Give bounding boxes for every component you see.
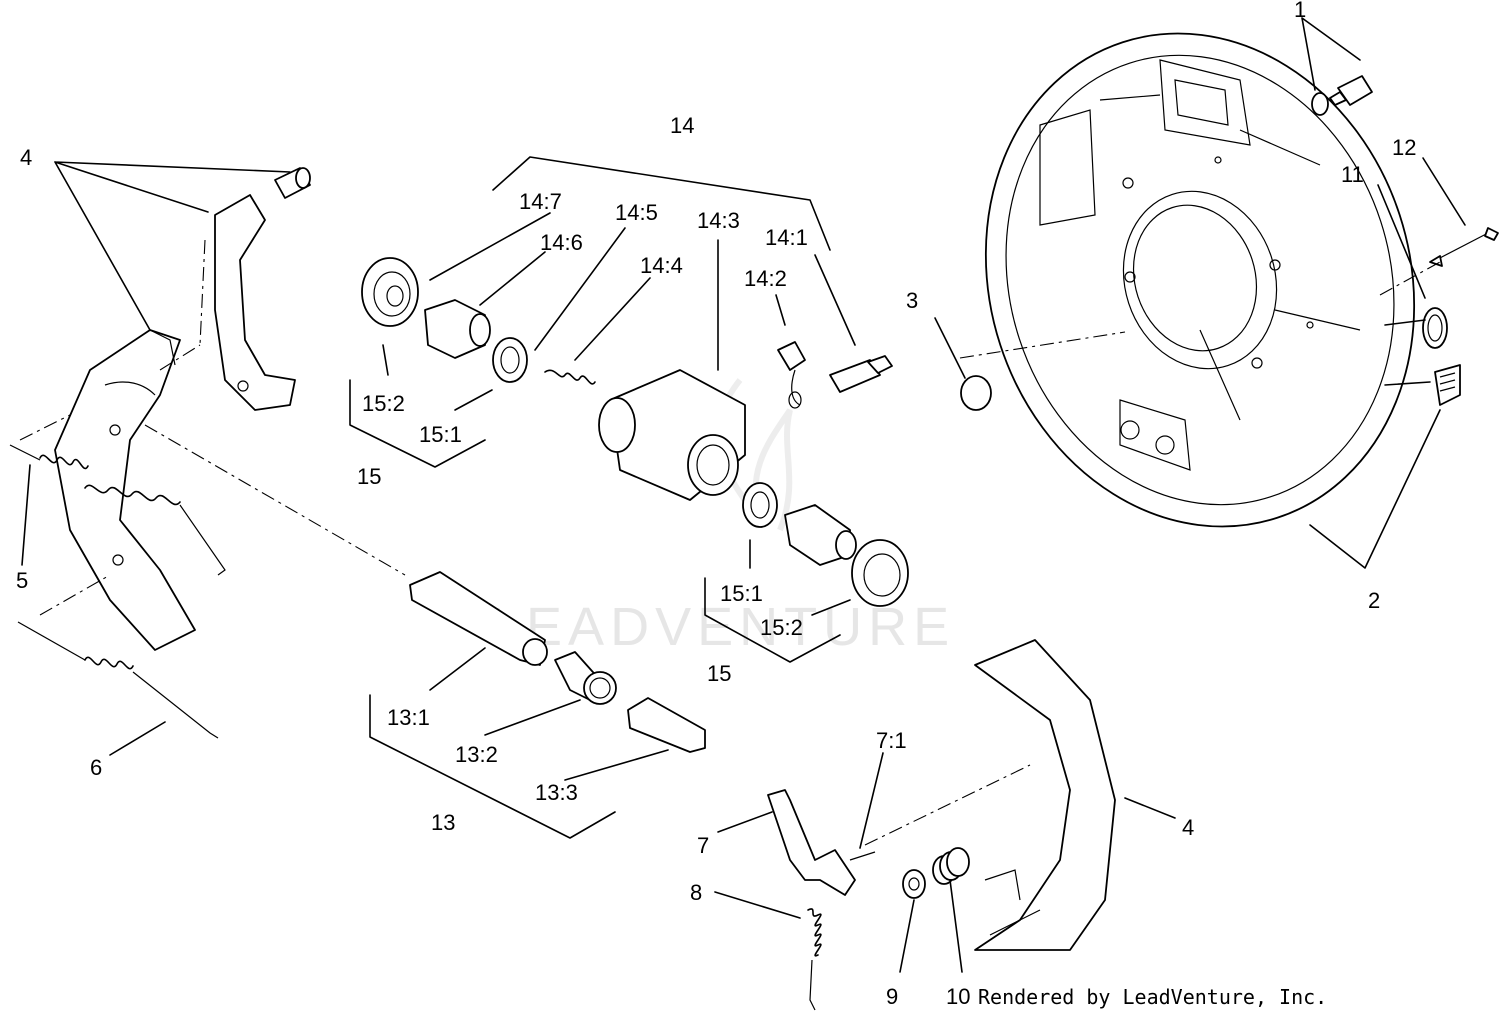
callout-15-right: 15 xyxy=(707,661,731,686)
piston-left xyxy=(424,299,491,359)
bolt-and-washer xyxy=(1311,75,1373,116)
callout-2: 2 xyxy=(1368,588,1380,613)
callout-14-7: 14:7 xyxy=(519,189,562,214)
callout-labels: 1 2 3 4 4 5 6 7 7:1 8 9 10 11 12 13 13:1… xyxy=(16,0,1416,1009)
dust-cap xyxy=(960,375,992,411)
pivot-pin xyxy=(274,167,311,199)
right-brake-shoe xyxy=(974,639,1116,951)
callout-14-5: 14:5 xyxy=(615,200,658,225)
boot-right xyxy=(851,539,909,607)
callout-7-1: 7:1 xyxy=(876,728,907,753)
callout-5: 5 xyxy=(16,568,28,593)
watermark: LEADVENTURE xyxy=(490,597,955,657)
callout-13: 13 xyxy=(431,810,455,835)
hold-down-spring xyxy=(932,847,970,885)
bleeder-screw xyxy=(829,355,893,393)
leader-lines xyxy=(21,17,1466,973)
callout-15-2-left: 15:2 xyxy=(362,391,405,416)
callout-13-1: 13:1 xyxy=(387,705,430,730)
washer xyxy=(902,869,926,899)
callout-15-1-left: 15:1 xyxy=(419,422,462,447)
callout-12: 12 xyxy=(1392,135,1416,160)
grommet xyxy=(1422,307,1448,349)
cup-seal-right xyxy=(742,482,778,528)
callout-14: 14 xyxy=(670,113,694,138)
callout-10: 10 xyxy=(946,984,970,1009)
callout-14-2: 14:2 xyxy=(744,266,787,291)
callout-3: 3 xyxy=(906,288,918,313)
bleeder-cap xyxy=(777,341,806,409)
backing-plate-plug xyxy=(1434,364,1461,406)
callout-14-1: 14:1 xyxy=(765,225,808,250)
credit-text: Rendered by LeadVenture, Inc. xyxy=(978,985,1327,1009)
shoe-spring-upper xyxy=(9,444,226,576)
backing-plate xyxy=(984,32,1416,528)
boot-left xyxy=(361,257,419,327)
callout-15-left: 15 xyxy=(357,464,381,489)
callout-11: 11 xyxy=(1341,162,1364,187)
cup-seal-left xyxy=(492,337,528,383)
callout-9: 9 xyxy=(886,984,898,1009)
wheel-cylinder xyxy=(598,369,746,501)
callout-4-left: 4 xyxy=(20,145,32,170)
callout-1: 1 xyxy=(1294,0,1306,22)
callout-14-6: 14:6 xyxy=(540,230,583,255)
callout-15-2-right: 15:2 xyxy=(760,615,803,640)
callout-4-right: 4 xyxy=(1182,815,1194,840)
callout-13-2: 13:2 xyxy=(455,742,498,767)
piston-spring xyxy=(544,369,596,385)
callout-13-3: 13:3 xyxy=(535,780,578,805)
shoe-spring-lower xyxy=(17,621,219,739)
callout-15-1-right: 15:1 xyxy=(720,581,763,606)
parking-brake-strut xyxy=(767,789,876,896)
left-brake-shoe xyxy=(54,329,196,651)
callout-8: 8 xyxy=(690,880,702,905)
long-bolt xyxy=(1429,227,1499,267)
piston-right xyxy=(784,504,857,566)
parking-brake-lever xyxy=(214,194,296,411)
adjuster-screw-assembly xyxy=(409,571,706,753)
return-spring xyxy=(807,908,822,1011)
callout-7: 7 xyxy=(697,833,709,858)
callout-6: 6 xyxy=(90,755,102,780)
callout-14-4: 14:4 xyxy=(640,253,683,278)
assembly-centerlines xyxy=(19,239,1441,846)
callout-14-3: 14:3 xyxy=(697,208,740,233)
